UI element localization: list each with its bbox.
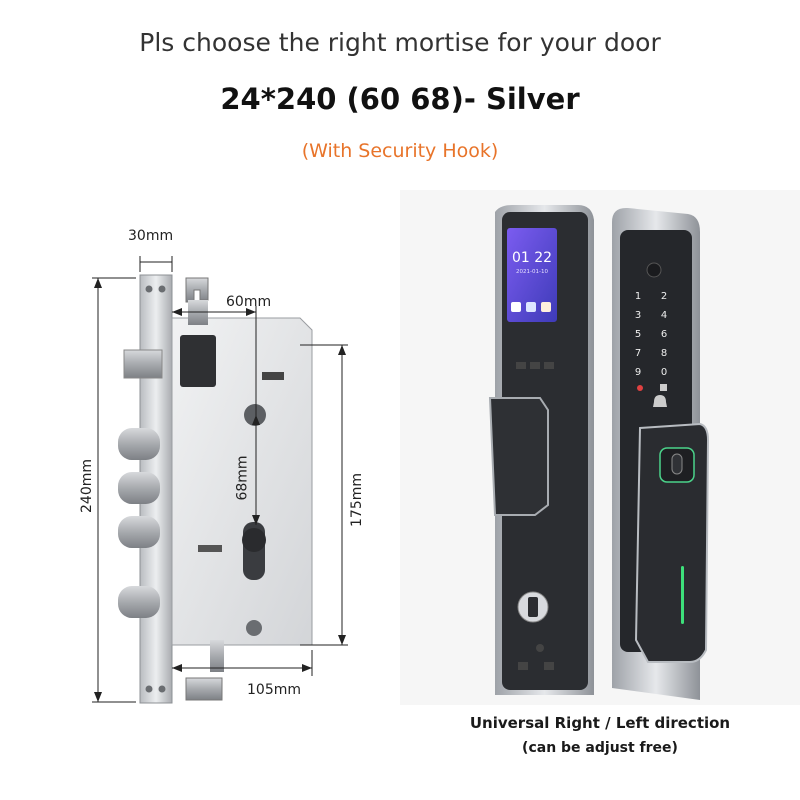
key-4: 4 [661, 310, 667, 321]
rear-handle [634, 422, 710, 663]
display-screen [507, 228, 557, 322]
screen-date: 2021-01-10 [516, 269, 548, 275]
page-instruction: Pls choose the right mortise for your do… [139, 28, 661, 57]
dim-case-width: 105mm [247, 682, 301, 698]
status-light [681, 566, 684, 624]
key-9: 9 [635, 367, 641, 378]
direction-caption: Universal Right / Left direction [469, 714, 731, 732]
front-handle [488, 397, 549, 516]
bolt [118, 428, 160, 460]
key-8: 8 [661, 348, 667, 359]
security-hook-note: (With Security Hook) [301, 140, 499, 162]
key-7: 7 [635, 348, 641, 359]
model-title: 24*240 (60 68)- Silver [220, 82, 580, 116]
adjust-caption: (can be adjust free) [522, 740, 678, 756]
screen-time: 01 22 [512, 250, 552, 266]
key-1: 1 [635, 291, 641, 302]
product-background [400, 190, 800, 705]
bolt [118, 472, 160, 504]
key-6: 6 [661, 329, 667, 340]
key-0: 0 [661, 367, 667, 378]
key-2: 2 [661, 291, 667, 302]
bolt [118, 516, 160, 548]
key-5: 5 [635, 329, 641, 340]
dim-backset: 60mm [226, 294, 272, 310]
key-3: 3 [635, 310, 641, 321]
dim-faceplate-width: 30mm [128, 228, 174, 244]
keypad: 1 2 3 4 5 6 7 8 9 0 [635, 291, 667, 378]
lock-case [171, 317, 313, 646]
bolt [118, 586, 160, 618]
